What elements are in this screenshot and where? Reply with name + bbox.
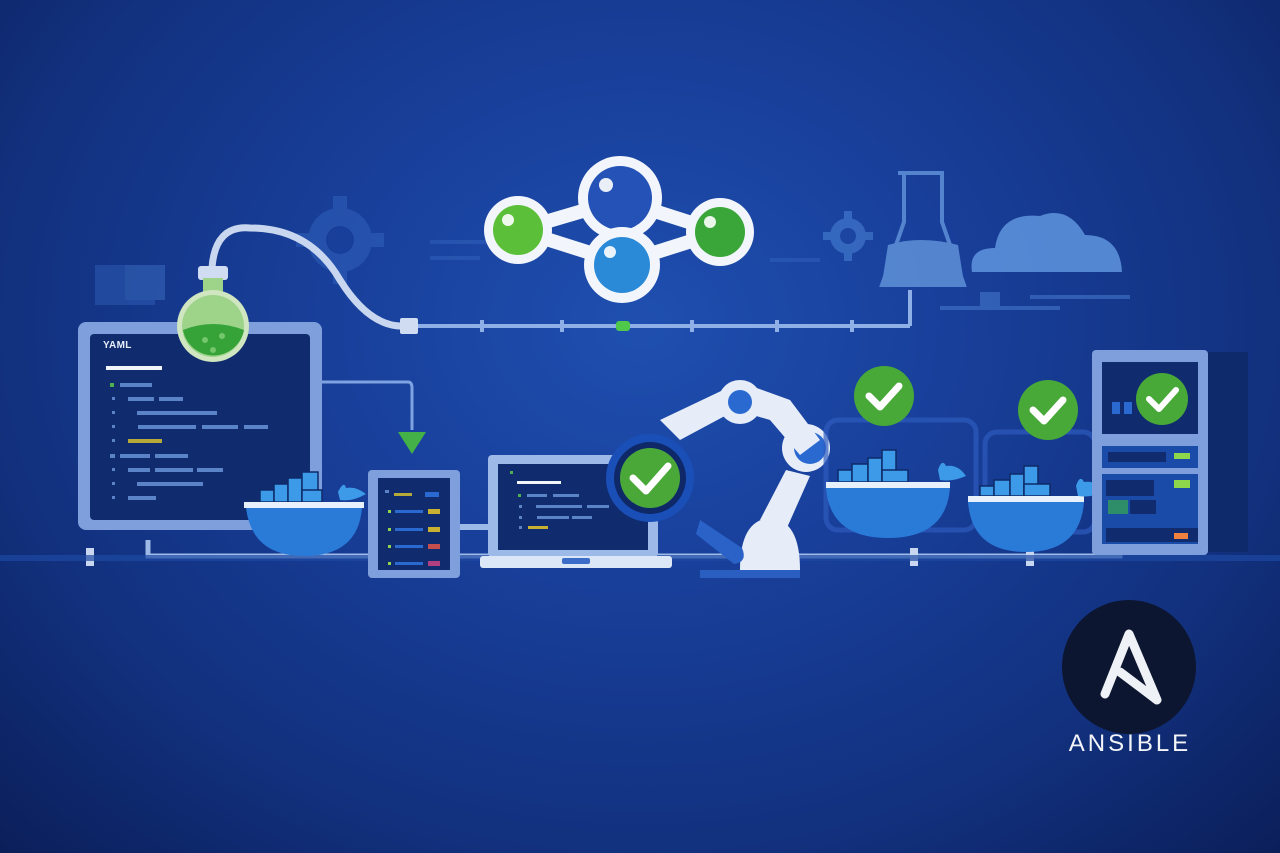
docker-whale-icon <box>244 471 366 556</box>
docker-whale-icon <box>968 465 1104 552</box>
molecule-network-icon <box>484 156 754 303</box>
brand-name: ANSIBLE <box>1068 730 1192 757</box>
beaker-icon <box>879 171 967 287</box>
ansible-a-icon <box>1100 629 1162 705</box>
gear-icon <box>823 211 873 261</box>
robot-arm-icon <box>660 380 830 578</box>
editor-title: YAML <box>103 340 132 351</box>
docker-whale-icon <box>826 449 966 538</box>
code-editor-icon <box>78 322 322 530</box>
flask-icon <box>177 266 249 362</box>
gear-icon <box>296 196 384 284</box>
ansible-logo <box>1062 600 1196 734</box>
check-icon <box>854 366 914 426</box>
server-rack-icon <box>1092 350 1248 555</box>
server-rack-icon <box>368 470 460 578</box>
magnifier-check-icon <box>606 434 694 522</box>
check-icon <box>1018 380 1078 440</box>
cloud-icon <box>971 213 1122 272</box>
tube <box>208 224 409 330</box>
